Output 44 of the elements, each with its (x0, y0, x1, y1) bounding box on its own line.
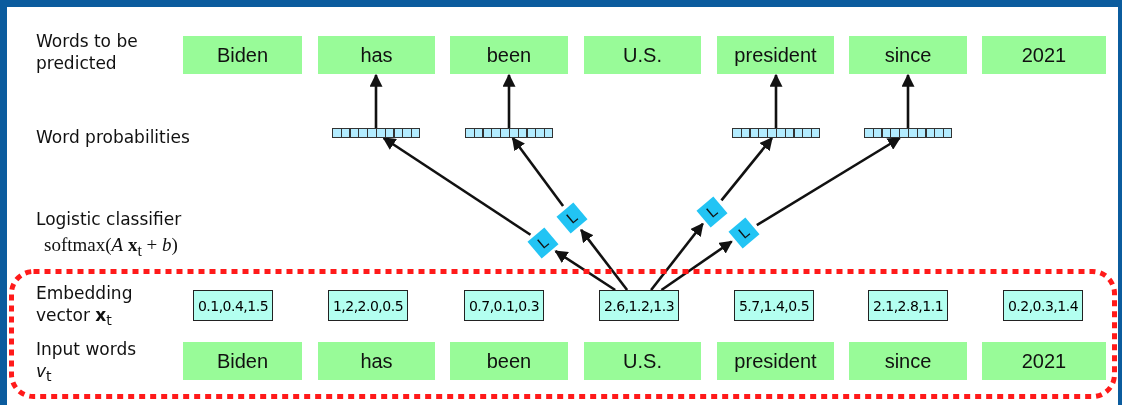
arrow (382, 136, 532, 236)
arrow (650, 222, 704, 291)
word-box: Biden (183, 342, 302, 380)
arrow (756, 136, 901, 227)
arrow (511, 136, 565, 207)
word-box: been (450, 342, 568, 380)
embedding-vector-box: 2.6,1.2,1.3 (599, 290, 679, 321)
dashed-region (9, 269, 1117, 399)
formula-label: softmax(A x$_{t}$ + b) (44, 234, 179, 261)
word-box: 2021 (982, 342, 1106, 380)
row-label: Word probabilities (36, 126, 191, 148)
probability-vector-bar (732, 128, 820, 138)
row-label: Logistic classifier (36, 208, 183, 230)
word-box: president (717, 36, 834, 74)
probability-vector-bar (332, 128, 420, 138)
word-box: has (318, 342, 435, 380)
arrow (554, 250, 616, 292)
row-label: Words to be predicted (36, 30, 139, 74)
word-box: since (849, 342, 967, 380)
embedding-vector-box: 0.2,0.3,1.4 (1003, 290, 1083, 321)
word-box: U.S. (584, 36, 701, 74)
arrow (502, 73, 516, 128)
arrow (769, 73, 783, 128)
arrow (660, 240, 733, 292)
word-box: since (849, 36, 967, 74)
arrow (720, 137, 773, 202)
arrow (369, 73, 383, 128)
row-label: Input words v$_{t}$ (36, 338, 138, 387)
row-label: Embedding vector x$_{t}$ (36, 282, 134, 331)
arrow (901, 73, 915, 128)
word-box: Biden (183, 36, 302, 74)
word-box: U.S. (584, 342, 701, 380)
embedding-vector-box: 1,2,2.0,0.5 (328, 290, 408, 321)
word-box: been (450, 36, 568, 74)
embedding-vector-box: 0.1,0.4,1.5 (193, 290, 273, 321)
arrow (580, 228, 629, 291)
word-box: has (318, 36, 435, 74)
word-box: president (717, 342, 834, 380)
probability-vector-bar (465, 128, 553, 138)
probability-vector-bar (864, 128, 952, 138)
embedding-vector-box: 2.1,2.8,1.1 (868, 290, 948, 321)
word-box: 2021 (982, 36, 1106, 74)
embedding-vector-box: 0.7,0.1,0.3 (464, 290, 544, 321)
embedding-vector-box: 5.7,1.4,0.5 (734, 290, 814, 321)
